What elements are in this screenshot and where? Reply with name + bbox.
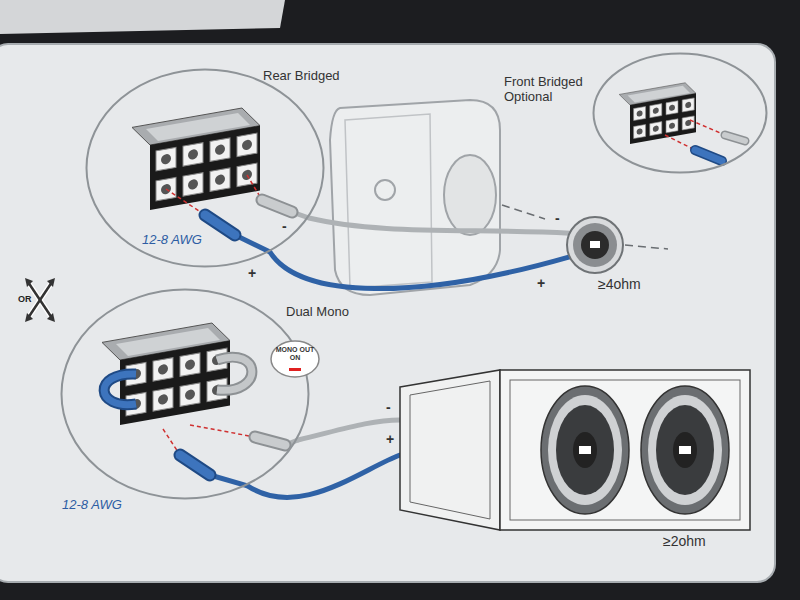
polarity-mark: + xyxy=(535,276,547,290)
impedance-label: ≥2ohm xyxy=(663,534,706,549)
header-scrap xyxy=(0,0,285,34)
driver-cone xyxy=(581,231,609,259)
woofer-surround xyxy=(548,395,622,505)
speaker-wire xyxy=(270,252,570,289)
callout-circle: Front Bridged Optional xyxy=(592,52,768,174)
box-front xyxy=(500,370,750,530)
jumper xyxy=(217,357,252,390)
plug xyxy=(255,437,285,445)
plug xyxy=(725,135,745,141)
speaker-wire xyxy=(309,218,570,233)
dashed-axis xyxy=(502,205,545,219)
woofer-logo xyxy=(579,446,591,454)
woofer-cone xyxy=(556,405,614,495)
plug xyxy=(205,215,235,235)
plug xyxy=(205,215,235,235)
driver-surround xyxy=(573,223,617,267)
callout-circle-outline xyxy=(60,288,310,500)
polarity-mark: - xyxy=(384,400,393,414)
callout-title: Dual Mono xyxy=(286,304,349,319)
woofer-surround xyxy=(648,395,722,505)
woofer-cap xyxy=(673,432,697,468)
plug xyxy=(695,150,722,161)
red-dash xyxy=(190,425,255,437)
callout-outline xyxy=(594,54,767,173)
terminal-block xyxy=(619,83,696,144)
box-baffle xyxy=(510,380,740,520)
callout-circle: Rear Bridged12-8 AWG xyxy=(85,68,325,268)
polarity-mark: - xyxy=(553,211,562,225)
callout-circle: Dual Mono12-8 AWGMONO OUT ON xyxy=(60,288,310,500)
polarity-mark: + xyxy=(246,266,258,280)
driver-logo xyxy=(590,241,600,248)
red-dash xyxy=(166,189,205,215)
red-dash xyxy=(690,120,725,135)
jumper xyxy=(104,374,136,405)
plug xyxy=(262,200,292,212)
impedance-label: ≥4ohm xyxy=(598,277,641,292)
woofer-logo xyxy=(679,446,691,454)
plug xyxy=(255,437,285,445)
speaker-enclosure xyxy=(330,100,500,295)
woofer-cone xyxy=(656,405,714,495)
red-dash xyxy=(665,135,695,150)
callout-outline xyxy=(87,70,324,267)
jumper xyxy=(104,374,136,405)
callout-title: Rear Bridged xyxy=(263,68,340,83)
polarity-mark: - xyxy=(280,219,289,233)
wire-gauge: 12-8 AWG xyxy=(142,232,202,247)
speaker-driver: ≥4ohm xyxy=(560,205,650,297)
woofer-cap xyxy=(573,432,597,468)
plug xyxy=(725,135,745,141)
plug xyxy=(262,200,292,212)
subwoofer-box: ≥2ohm xyxy=(395,362,760,552)
callout-circle-outline xyxy=(85,68,325,268)
switch-label: MONO OUT ON xyxy=(273,346,317,362)
switch-badge: MONO OUT ON xyxy=(270,340,320,378)
plug xyxy=(695,150,722,161)
polarity-mark: + xyxy=(384,432,396,446)
callout-outline xyxy=(62,290,309,499)
speaker-wire xyxy=(248,455,401,497)
box-side xyxy=(400,370,500,530)
wire-gauge: 12-8 AWG xyxy=(62,497,122,512)
plug xyxy=(180,455,210,475)
subwoofer-box-outline xyxy=(395,362,760,552)
woofer-frame xyxy=(641,386,729,514)
callout-circle-outline xyxy=(592,52,768,174)
terminal-block xyxy=(132,108,260,210)
terminal-block xyxy=(102,323,230,425)
badge-outline xyxy=(271,341,319,377)
led-indicator xyxy=(289,368,301,371)
driver-frame xyxy=(567,217,623,273)
panel xyxy=(0,44,775,582)
plug xyxy=(180,455,210,475)
dashed-axis xyxy=(625,245,668,249)
box-side-panel xyxy=(410,381,490,519)
jumper xyxy=(217,357,252,390)
or-mark: OR xyxy=(18,294,32,304)
woofer-frame xyxy=(541,386,629,514)
callout-title: Front Bridged Optional xyxy=(504,74,596,104)
